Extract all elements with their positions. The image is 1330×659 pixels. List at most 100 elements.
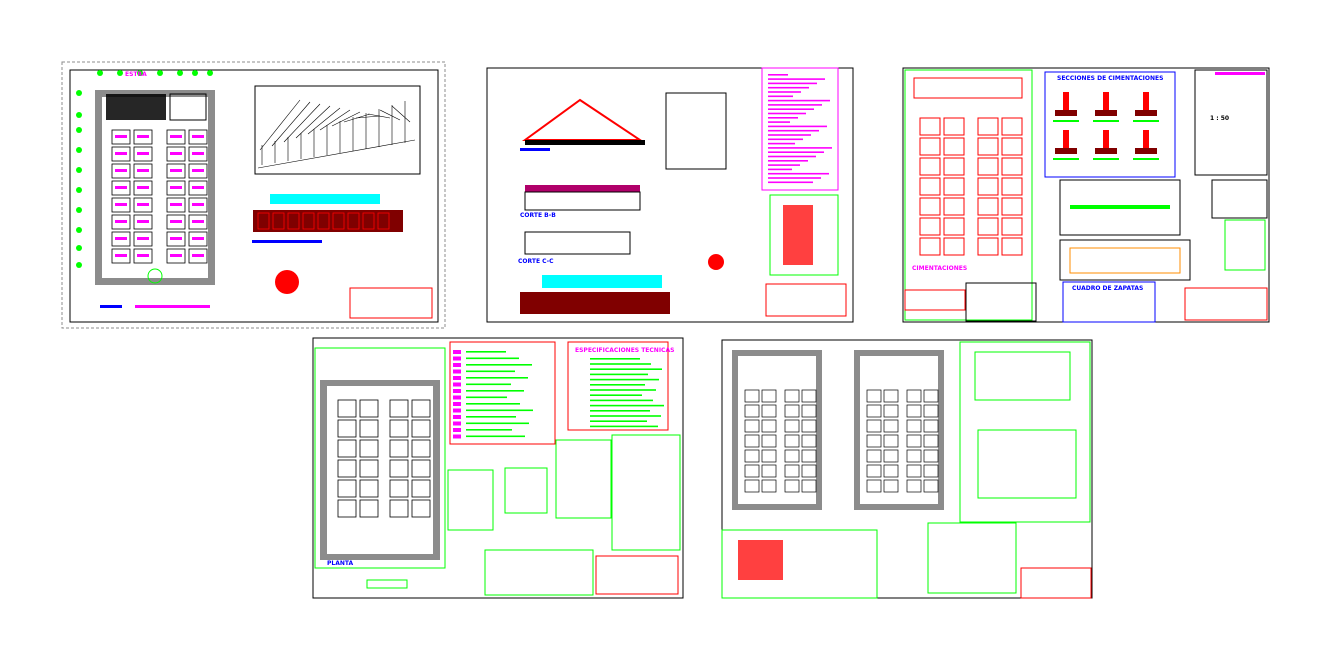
wall-detail-box: [769, 194, 839, 276]
plan-cell-4: [389, 499, 409, 518]
plan-cell-5: [744, 419, 760, 433]
legend-text: [466, 370, 515, 373]
plan-interior-4: [327, 386, 433, 554]
plan-cell-4: [337, 399, 357, 418]
note-line: [768, 147, 832, 149]
section-footing: [1095, 148, 1117, 154]
plan-cell-5: [744, 389, 760, 403]
spec-line: [590, 378, 659, 381]
legend-text: [466, 351, 506, 353]
foundation-plan-frame: [904, 69, 1033, 321]
note-line: [768, 160, 808, 162]
sections-title: SECCIONES DE CIMENTACIONES: [1057, 75, 1163, 82]
sheet-4-installations[interactable]: PLANTA ESPECIFICACIONES TECNICAS: [312, 337, 684, 599]
grid-bubbles-left: [76, 90, 82, 268]
foundation-cell: [1001, 217, 1023, 236]
plan-cell-5: [866, 464, 882, 478]
sheet-1-title: ESTRA: [125, 71, 147, 78]
plan-cell-5: [744, 479, 760, 493]
plan-cell: [111, 231, 131, 247]
plan-cell-5: [761, 434, 777, 448]
plan-cell: [133, 197, 153, 213]
plan-cell-4: [411, 439, 431, 458]
sheet-2-sections[interactable]: CORTE B-B CORTE C-C: [486, 67, 854, 323]
legend-text: [466, 377, 528, 379]
sheet-1-floor-plan[interactable]: ESTRA: [61, 61, 446, 329]
location-disc: [275, 270, 299, 294]
plan-cell-5: [801, 479, 817, 493]
cell-tag: [192, 169, 204, 172]
plan-cell-5: [923, 449, 939, 463]
foundation-cell: [977, 117, 999, 136]
title-block-5: [1020, 567, 1092, 599]
legend-symbol: [453, 395, 461, 400]
plan-cell-5: [883, 434, 899, 448]
plan-cell-5: [744, 464, 760, 478]
cell-tag: [137, 135, 149, 138]
plan-4-scale-box: [366, 579, 408, 589]
legend-symbol: [453, 415, 461, 419]
plan-cell-5: [784, 419, 800, 433]
foundation-cell: [919, 157, 941, 176]
cell-tag: [170, 203, 182, 206]
cell-tag: [137, 254, 149, 257]
plan-cell: [111, 180, 131, 196]
long-section-frame: [1059, 239, 1191, 281]
foundation-cell: [919, 217, 941, 236]
frame-member: [355, 115, 381, 119]
title-block-1: [349, 287, 433, 319]
plan-cell-5: [866, 434, 882, 448]
spec-line: [590, 399, 653, 402]
elevation-2-wall: [520, 292, 670, 314]
plan-cell-5: [801, 449, 817, 463]
note-line: [768, 181, 813, 184]
foundation-cell: [943, 217, 965, 236]
frame-member: [271, 101, 311, 147]
elevation-window: [317, 212, 330, 230]
section-label: [1133, 158, 1159, 160]
specs-lines: [590, 358, 664, 428]
frame-member: [283, 103, 321, 143]
detail-4e: [484, 549, 594, 596]
cell-tag: [115, 186, 127, 189]
sheet-3-foundations[interactable]: CIMENTACIONES SECCIONES DE CIMENTACIONES…: [902, 67, 1270, 323]
plan-cell-5: [923, 464, 939, 478]
legend-text: [466, 364, 532, 366]
plan-cell-4: [389, 399, 409, 418]
foundation-cell: [1001, 177, 1023, 196]
sections-frame: [1044, 71, 1176, 178]
foundation-cells: [919, 117, 1023, 256]
sheet-5-border: [721, 339, 1093, 599]
note-line: [768, 117, 798, 119]
plan-cell: [166, 180, 186, 196]
section-footing: [1135, 148, 1157, 154]
detail-4d: [611, 434, 681, 551]
plan-5a-interior: [738, 356, 816, 504]
cell-tag: [192, 237, 204, 240]
plan-cell: [111, 129, 131, 145]
legend-text: [466, 416, 516, 418]
title-block-4: [595, 555, 679, 595]
truss-base: [525, 140, 645, 145]
cell-tag: [137, 169, 149, 172]
section-c-wall: [524, 231, 631, 255]
plan-cell-5: [906, 389, 922, 403]
plan-cell-4: [359, 499, 379, 518]
plan-cell-5: [761, 404, 777, 418]
plan-cell-5: [801, 389, 817, 403]
foundation-cell: [977, 237, 999, 256]
legend-text: [466, 435, 525, 438]
legend-text: [466, 422, 529, 425]
plan-cell-4: [411, 459, 431, 478]
perspective-frame: [254, 85, 421, 175]
scale-text: 1 : 50: [1210, 115, 1229, 122]
specs-title: ESPECIFICACIONES TECNICAS: [575, 347, 674, 354]
plan-cell: [133, 163, 153, 179]
note-line: [768, 142, 795, 145]
sheet-5-electrical[interactable]: [721, 339, 1093, 599]
spec-line: [590, 425, 658, 428]
cell-tag: [115, 237, 127, 240]
title-block-3: [1184, 287, 1268, 321]
note-line: [768, 99, 830, 102]
